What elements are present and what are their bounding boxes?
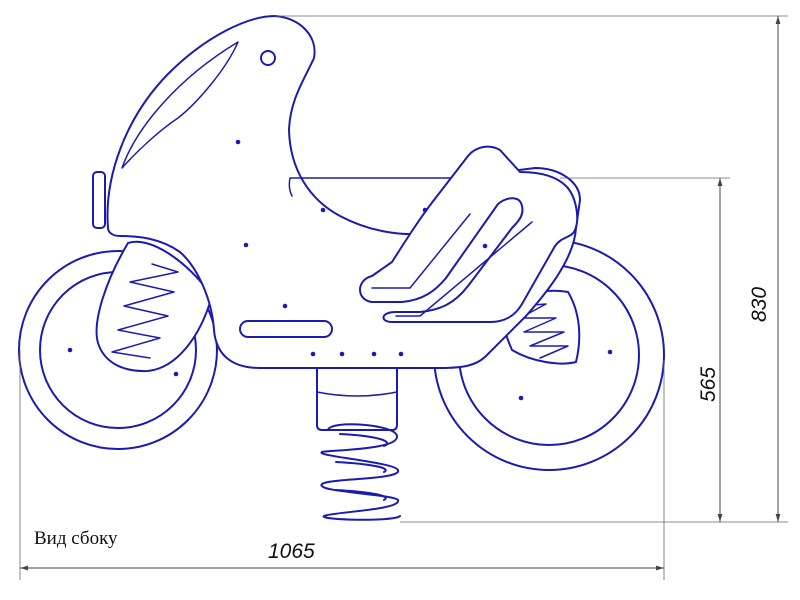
bolt-hole: [518, 395, 524, 401]
bolt-hole: [173, 371, 179, 377]
bolt-hole: [422, 207, 428, 213]
seat: [288, 177, 471, 197]
bolt-hole: [371, 351, 377, 357]
dimension-lines: 1065 830 565: [19, 15, 788, 580]
front-spring-zigzag: [519, 303, 569, 359]
footrest-slot: [239, 320, 333, 338]
coil-spring: [320, 423, 401, 521]
tail-light: [92, 171, 106, 229]
bolt-hole: [282, 303, 288, 309]
bolt-hole: [310, 351, 316, 357]
bolt-hole: [243, 242, 249, 248]
bolt-hole: [235, 139, 241, 145]
length-value: 1065: [268, 540, 315, 563]
rear-spring-zigzag: [111, 263, 179, 359]
rear-spring-guard: [95, 240, 213, 373]
bolt-hole: [607, 349, 613, 355]
handlebar: [359, 145, 579, 323]
seat-height-value: 565: [697, 367, 720, 402]
handle-hole: [260, 50, 276, 66]
bolt-hole: [482, 243, 488, 249]
bolt-hole: [339, 351, 345, 357]
height-value: 830: [748, 287, 771, 322]
bolt-hole: [67, 347, 73, 353]
view-caption: Вид сбоку: [34, 528, 118, 549]
bolt-hole: [320, 207, 326, 213]
spring-mount: [316, 364, 398, 431]
bolt-hole: [398, 351, 404, 357]
bolt-holes: [67, 139, 613, 401]
